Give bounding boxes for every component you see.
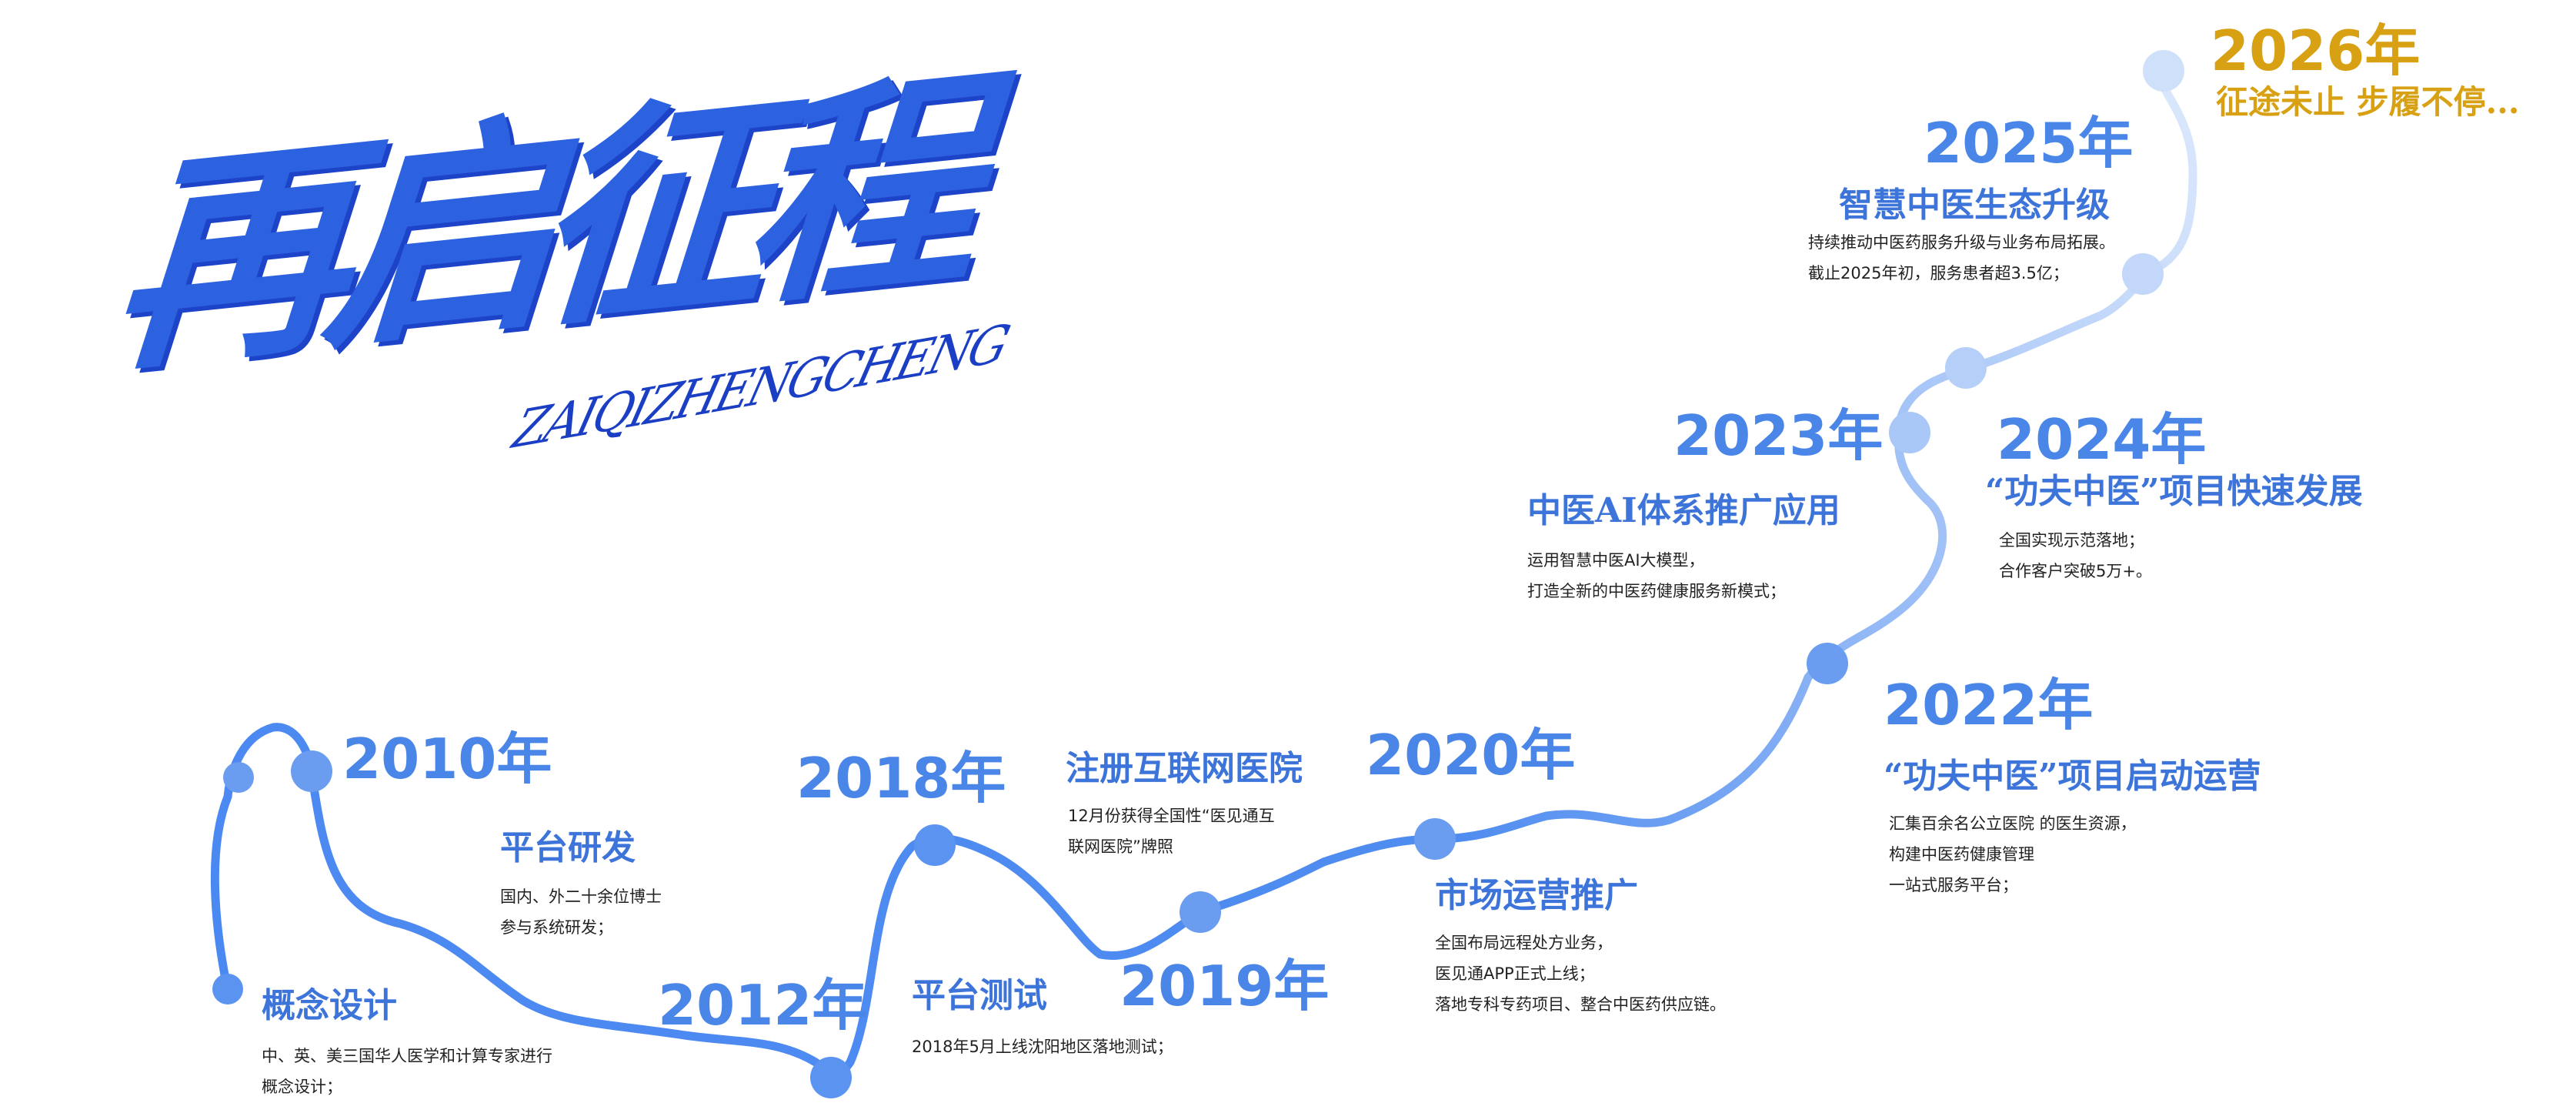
desc-line: 合作客户突破5万+。	[1999, 562, 2152, 580]
node-2020	[1414, 818, 1456, 860]
milestone-2010-concept-title: 概念设计	[262, 986, 397, 1025]
node-2022	[1807, 643, 1848, 684]
milestone-2026-subtitle: 征途未止 步履不停...	[2216, 83, 2520, 121]
milestone-2025-desc: 持续推动中医药服务升级与业务布局拓展。 截止2025年初，服务患者超3.5亿；	[1808, 227, 2115, 289]
milestone-2018-desc: 12月份获得全国性“医见通互 联网医院”牌照	[1068, 800, 1275, 862]
year-2022: 2022年	[1884, 673, 2094, 737]
milestone-2020-desc: 全国布局远程处方业务， 医见通APP正式上线； 落地专科专药项目、整合中医药供应…	[1435, 928, 1726, 1020]
year-2024: 2024年	[1997, 407, 2207, 472]
desc-line: 全国实现示范落地；	[1999, 531, 2144, 550]
node-2010-start	[223, 762, 254, 793]
node-2024	[1945, 347, 1987, 389]
milestone-2012-desc: 2018年5月上线沈阳地区落地测试；	[912, 1031, 1173, 1062]
desc-line: 截止2025年初，服务患者超3.5亿；	[1808, 264, 2069, 282]
node-2012	[810, 1057, 852, 1098]
milestone-2010-dev-title: 平台研发	[500, 828, 636, 867]
desc-line: 落地专科专药项目、整合中医药供应链。	[1435, 995, 1726, 1014]
desc-line: 构建中医药健康管理	[1889, 845, 2034, 864]
node-2025	[2122, 253, 2164, 295]
milestone-2018-title: 注册互联网医院	[1066, 749, 1303, 788]
milestone-2010-dev-desc: 国内、外二十余位博士 参与系统研发；	[500, 881, 662, 943]
desc-line: 全国布局远程处方业务，	[1435, 934, 1613, 952]
milestone-2022-desc: 汇集百余名公立医院 的医生资源， 构建中医药健康管理 一站式服务平台；	[1889, 808, 2137, 901]
milestone-2010-concept-desc: 中、英、美三国华人医学和计算专家进行 概念设计；	[262, 1041, 552, 1102]
milestone-2022-title: “功夫中医”项目启动运营	[1884, 757, 2261, 796]
desc-line: 持续推动中医药服务升级与业务布局拓展。	[1808, 233, 2115, 252]
desc-line: 参与系统研发；	[500, 918, 613, 937]
year-2010: 2010年	[342, 727, 552, 791]
milestone-2023-desc: 运用智慧中医AI大模型， 打造全新的中医药健康服务新模式；	[1527, 545, 1786, 607]
node-2010	[291, 750, 332, 792]
desc-line: 中、英、美三国华人医学和计算专家进行	[262, 1047, 552, 1065]
node-2018	[914, 824, 956, 866]
year-2026: 2026年	[2211, 18, 2421, 83]
desc-line: 12月份获得全国性“医见通互	[1068, 807, 1275, 825]
desc-line: 医见通APP正式上线；	[1435, 964, 1595, 983]
year-2023: 2023年	[1673, 403, 1884, 468]
node-2019	[1180, 891, 1221, 933]
year-2019: 2019年	[1119, 954, 1330, 1018]
desc-line: 一站式服务平台；	[1889, 876, 2018, 894]
year-2020: 2020年	[1366, 723, 1576, 787]
desc-line: 国内、外二十余位博士	[500, 887, 662, 906]
milestone-2023-title: 中医AI体系推广应用	[1527, 491, 1840, 530]
node-concept	[212, 974, 243, 1004]
desc-line: 2018年5月上线沈阳地区落地测试；	[912, 1038, 1173, 1056]
desc-line: 概念设计；	[262, 1078, 342, 1096]
desc-line: 运用智慧中医AI大模型，	[1527, 551, 1705, 570]
desc-line: 打造全新的中医药健康服务新模式；	[1527, 582, 1786, 600]
year-2018: 2018年	[796, 746, 1006, 811]
desc-line: 联网医院”牌照	[1068, 837, 1173, 856]
milestone-2024-desc: 全国实现示范落地； 合作客户突破5万+。	[1999, 525, 2152, 587]
node-2023	[1889, 412, 1930, 453]
node-2026	[2143, 50, 2184, 92]
milestone-2020-title: 市场运营推广	[1435, 876, 1638, 915]
milestone-2024-title: “功夫中医”项目快速发展	[1985, 472, 2363, 511]
year-2025: 2025年	[1924, 111, 2134, 175]
desc-line: 汇集百余名公立医院 的医生资源，	[1889, 814, 2137, 833]
year-2012: 2012年	[658, 973, 868, 1038]
milestone-2025-title: 智慧中医生态升级	[1839, 186, 2110, 225]
milestone-2012-title: 平台测试	[912, 976, 1047, 1015]
